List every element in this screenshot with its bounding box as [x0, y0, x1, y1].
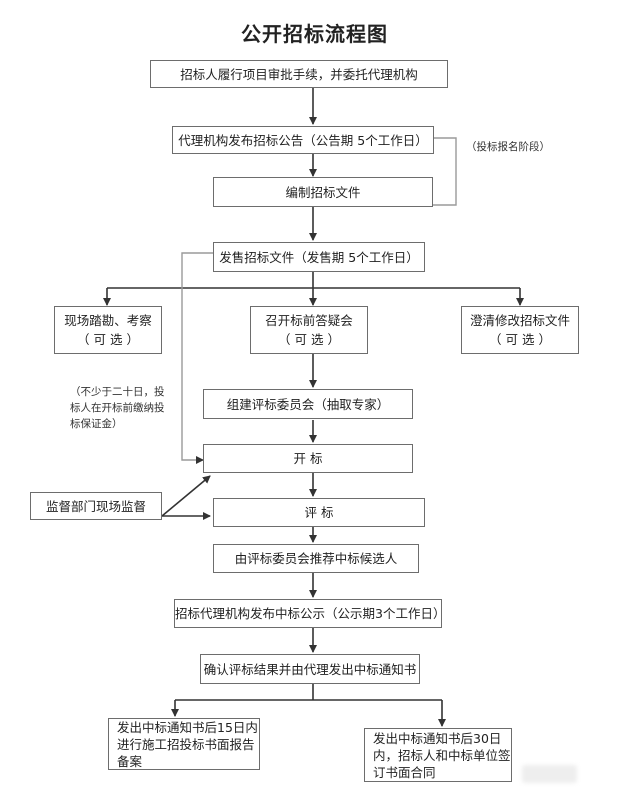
site-visit-label: 现场踏勘、考察 — [64, 313, 152, 328]
step-site-visit: 现场踏勘、考察 （ 可 选 ） — [54, 306, 162, 354]
arrow-supervision-open — [161, 475, 211, 517]
note-bidding-registration: （投标报名阶段） — [466, 141, 550, 153]
step-tender-announcement: 代理机构发布招标公告（公告期 5个工作日） — [172, 126, 434, 154]
note-deposit: （不少于二十日，投标人在开标前缴纳投标保证金） — [70, 386, 165, 430]
step-prepare-documents: 编制招标文件 — [213, 177, 433, 207]
step-clarify-documents: 澄清修改招标文件 （ 可 选 ） — [461, 306, 579, 354]
step-sign-contract: 发出中标通知书后30日内，招标人和中标单位签订书面合同 — [364, 728, 512, 782]
step-approval: 招标人履行项目审批手续，并委托代理机构 — [150, 60, 448, 88]
step-sell-documents: 发售招标文件（发售期 5个工作日） — [213, 242, 425, 272]
watermark-blur — [522, 765, 577, 783]
supervision-box: 监督部门现场监督 — [30, 492, 162, 520]
deposit-loop — [181, 252, 213, 464]
step-bid-evaluation: 评 标 — [213, 498, 425, 527]
qa-meeting-label: 召开标前答疑会 — [265, 313, 353, 328]
step-qa-meeting: 召开标前答疑会 （ 可 选 ） — [250, 306, 368, 354]
page-title: 公开招标流程图 — [241, 22, 388, 46]
clarify-label: 澄清修改招标文件 — [469, 313, 570, 328]
qa-meeting-optional: （ 可 选 ） — [278, 332, 340, 347]
step-evaluation-committee: 组建评标委员会（抽取专家） — [203, 389, 413, 419]
registration-bracket — [433, 137, 457, 206]
step-recommend-candidate: 由评标委员会推荐中标候选人 — [213, 544, 419, 573]
step-publicity: 招标代理机构发布中标公示（公示期3个工作日） — [174, 599, 445, 628]
step-award-notice: 确认评标结果并由代理发出中标通知书 — [200, 654, 420, 684]
step-report-filing: 发出中标通知书后15日内进行施工招投标书面报告备案 — [108, 718, 260, 770]
step-bid-opening: 开 标 — [203, 444, 413, 473]
clarify-optional: （ 可 选 ） — [489, 332, 551, 347]
site-visit-optional: （ 可 选 ） — [77, 332, 139, 347]
